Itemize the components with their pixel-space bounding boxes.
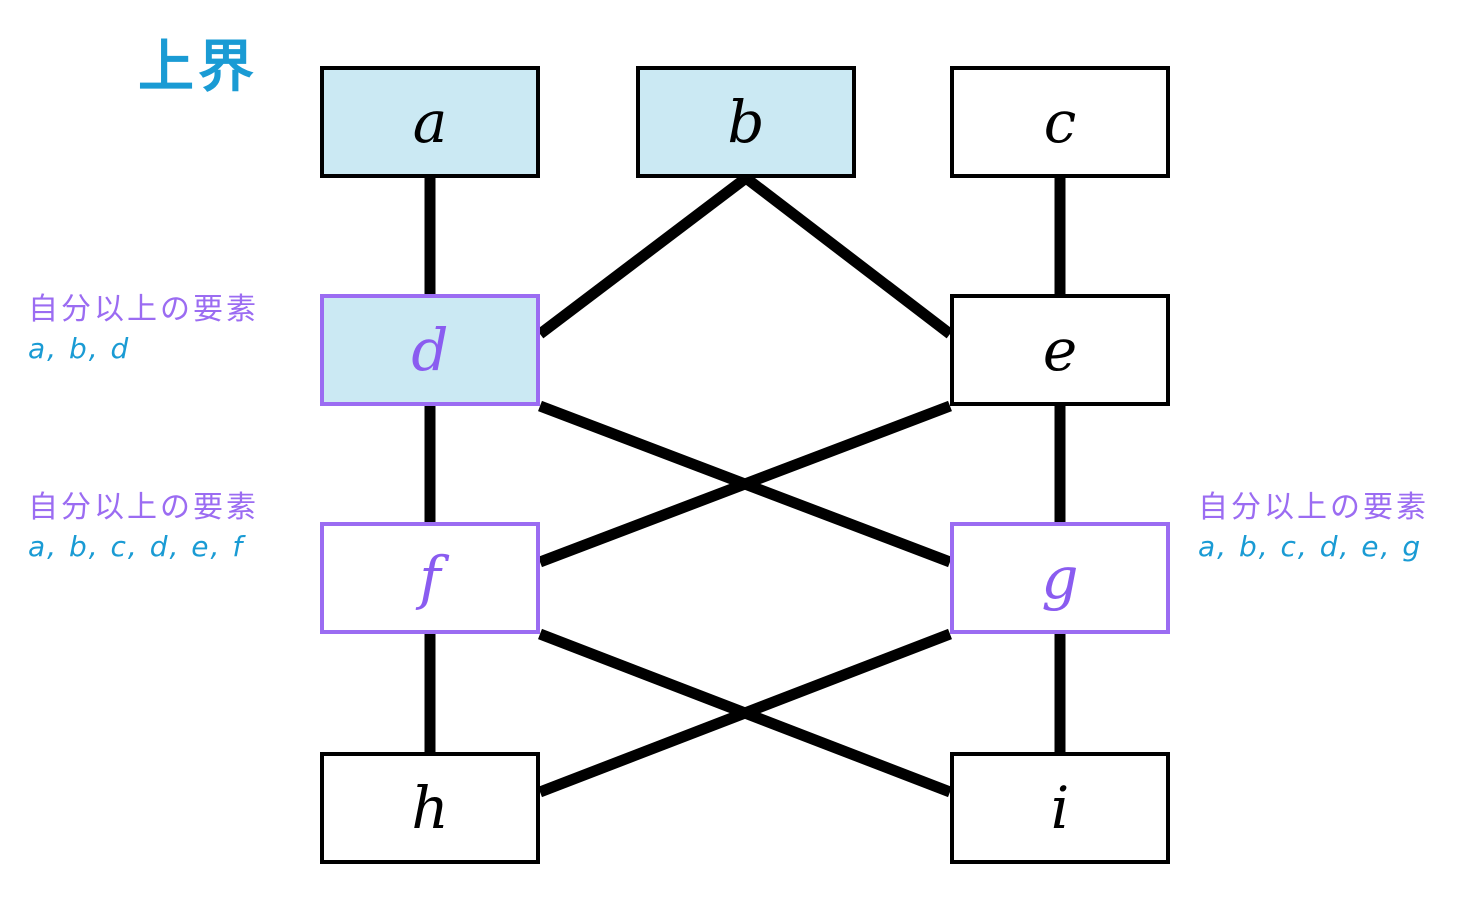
edge-g-h bbox=[538, 628, 952, 798]
note-d: 自分以上の要素 a, b, d bbox=[28, 284, 259, 365]
node-b: b bbox=[636, 66, 856, 178]
note-f-elements: a, b, c, d, e, f bbox=[28, 530, 245, 563]
edge-b-e bbox=[742, 173, 954, 339]
node-d: d bbox=[320, 294, 540, 406]
node-e: e bbox=[950, 294, 1170, 406]
note-d-heading: 自分以上の要素 bbox=[28, 292, 259, 327]
node-f: f bbox=[320, 522, 540, 634]
edge-b-d bbox=[536, 173, 750, 339]
node-a: a bbox=[320, 66, 540, 178]
note-d-elements: a, b, d bbox=[28, 332, 131, 365]
note-g-heading: 自分以上の要素 bbox=[1198, 490, 1429, 525]
note-g: 自分以上の要素 a, b, c, d, e, g bbox=[1198, 482, 1429, 563]
note-g-elements: a, b, c, d, e, g bbox=[1198, 530, 1423, 563]
node-g: g bbox=[950, 522, 1170, 634]
node-i: i bbox=[950, 752, 1170, 864]
note-f: 自分以上の要素 a, b, c, d, e, f bbox=[28, 482, 259, 563]
page-title: 上界 bbox=[138, 35, 258, 100]
node-h: h bbox=[320, 752, 540, 864]
edge-e-f bbox=[538, 400, 952, 568]
node-c: c bbox=[950, 66, 1170, 178]
note-f-heading: 自分以上の要素 bbox=[28, 490, 259, 525]
